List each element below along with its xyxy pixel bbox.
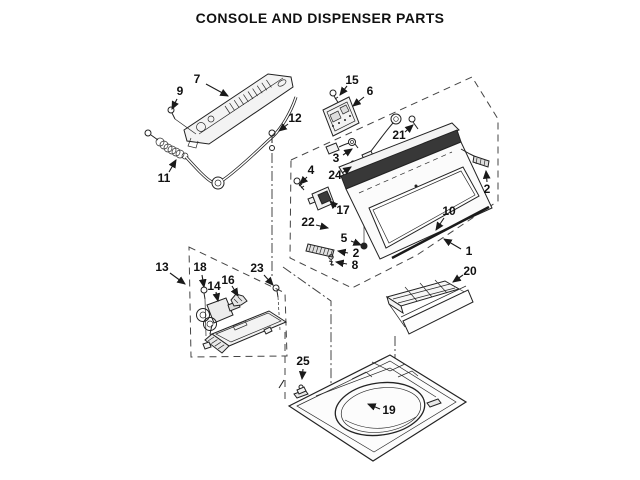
callout-4: 4 [299,163,315,185]
callout-24: 24 [328,166,352,182]
screw-part21 [408,115,419,130]
rear-console-panel-part7 [183,73,294,149]
switch-part17 [307,186,335,211]
callout-label-6: 6 [367,84,374,98]
callout-label-25: 25 [296,354,310,368]
callout-label-22: 22 [301,215,315,229]
console-body-part1 [338,122,493,260]
callout-8: 8 [334,258,359,272]
callout-14: 14 [207,279,221,303]
callout-20: 20 [452,264,477,283]
callout-label-2-left: 2 [353,246,360,260]
callout-label-13: 13 [155,260,169,274]
page-title: CONSOLE AND DISPENSER PARTS [195,10,445,26]
callout-19: 19 [366,403,396,417]
dispenser-housing [202,310,288,354]
callout-label-5: 5 [341,231,348,245]
retainer-part2-left [305,243,335,258]
screw-part9 [167,106,197,135]
clip-part25 [296,384,307,395]
callout-label-7: 7 [194,72,201,86]
dispenser-drawer-part20 [385,279,474,335]
callout-3: 3 [333,148,353,165]
callout-label-2-right: 2 [484,182,491,196]
callout-22: 22 [301,215,330,230]
callout-label-1: 1 [466,244,473,258]
callout-21: 21 [392,124,414,142]
screw-part8 [328,254,335,267]
screw-part4 [293,177,305,191]
callout-label-9: 9 [177,84,184,98]
console-assembly-boundary [289,76,499,289]
callout-label-16: 16 [221,273,235,287]
valve-assembly-boundary [188,246,288,401]
screw-part12 [268,129,276,151]
screw-part18 [200,286,208,337]
screw-part15 [329,89,340,105]
console-trim-part10 [391,205,490,260]
callout-16: 16 [221,273,239,297]
callout-10: 10 [435,204,456,231]
callout-label-21: 21 [392,128,406,142]
callout-23: 23 [250,261,274,286]
callout-label-19: 19 [382,403,396,417]
callout-label-11: 11 [158,171,171,185]
callout-2-left: 2 [336,246,360,260]
callout-2-right: 2 [482,169,491,196]
callout-label-23: 23 [250,261,264,275]
callout-11: 11 [158,159,177,185]
callout-label-15: 15 [345,73,359,87]
wire-harness-part11 [144,96,298,190]
callout-5: 5 [341,231,363,246]
callout-1: 1 [443,238,473,258]
callout-15: 15 [339,73,359,96]
callout-label-10: 10 [442,204,456,218]
control-board-part6 [322,96,360,137]
bracket-part16 [230,293,248,307]
callout-layer: 1223456789101112131415161718192021222324… [155,72,490,417]
callout-label-3: 3 [333,151,340,165]
callout-25: 25 [296,354,310,381]
callout-label-4: 4 [308,163,315,177]
callout-label-8: 8 [352,258,359,272]
callout-label-20: 20 [463,264,477,278]
callout-7: 7 [194,72,229,97]
callout-12: 12 [278,111,302,132]
callout-6: 6 [352,84,374,107]
callout-label-24: 24 [328,168,342,182]
callout-17: 17 [329,200,350,217]
callout-label-14: 14 [207,279,221,293]
callout-18: 18 [193,260,207,289]
callout-9: 9 [171,84,184,110]
clip-part2-right [460,148,490,168]
callout-label-17: 17 [336,203,350,217]
callout-label-18: 18 [193,260,207,274]
callout-label-12: 12 [288,111,302,125]
callout-13: 13 [155,260,186,285]
